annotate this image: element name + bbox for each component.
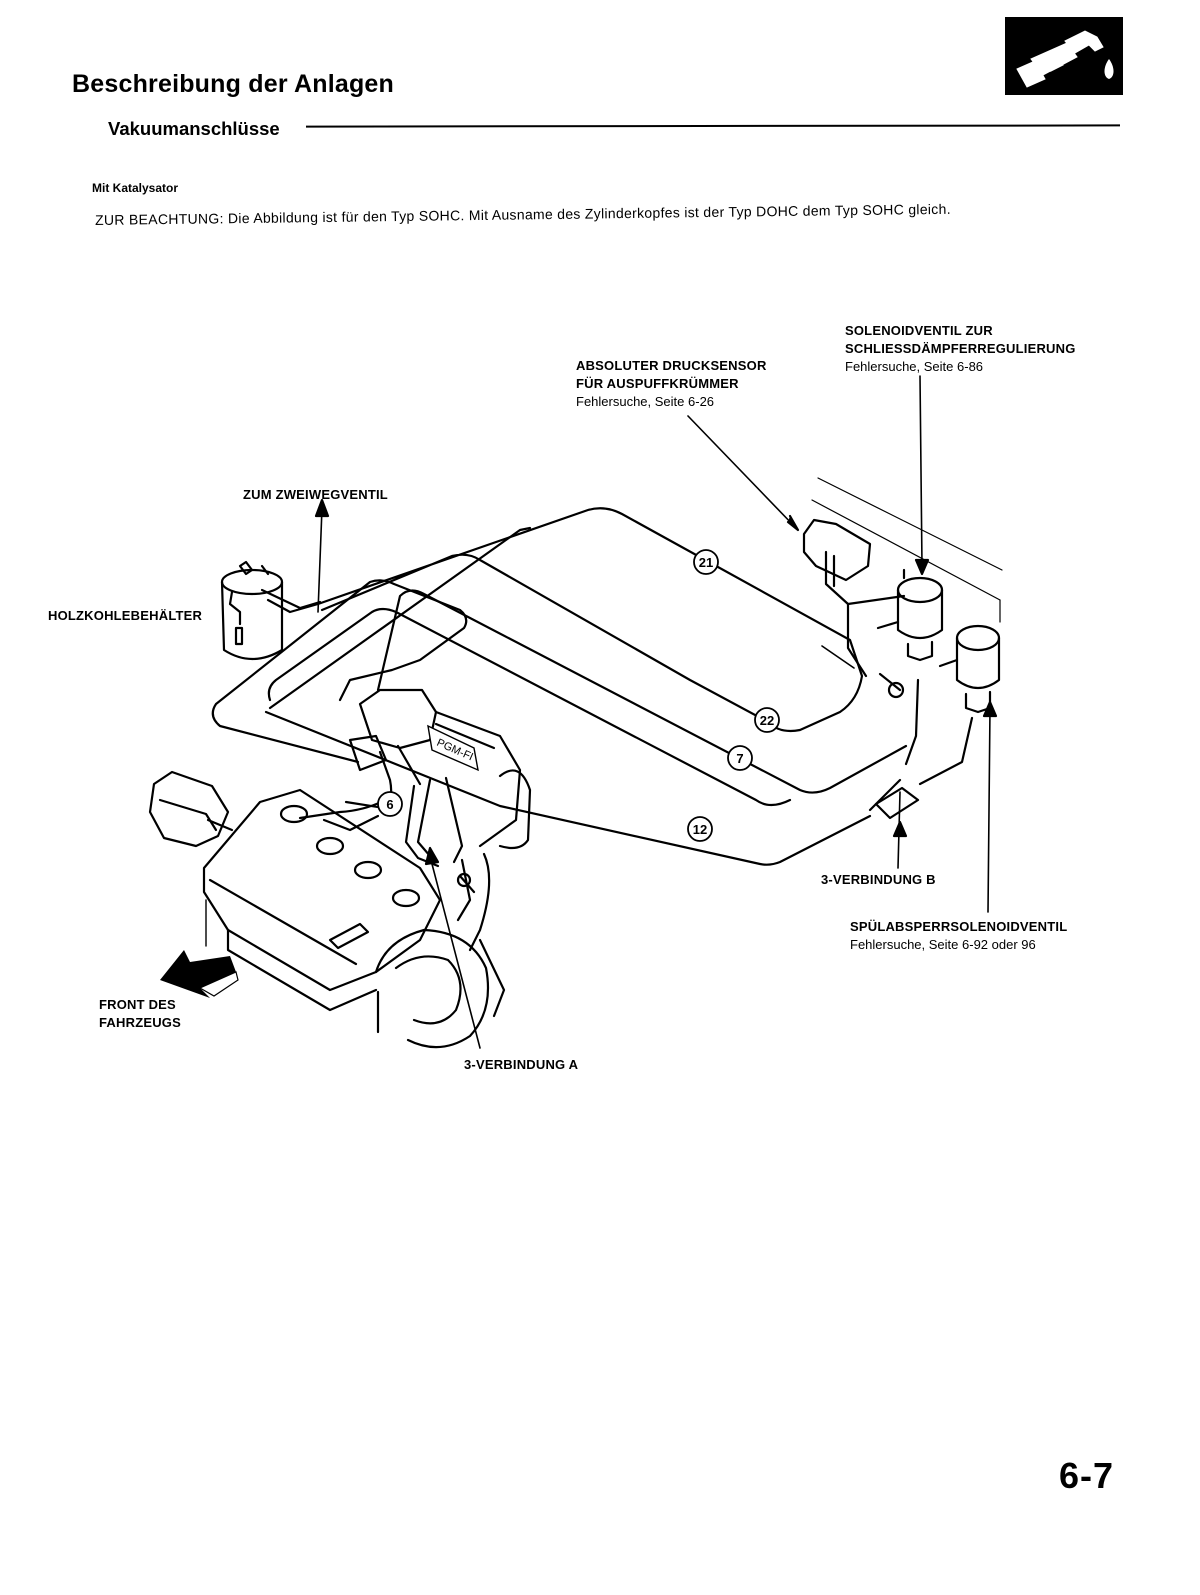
purge-solenoid-name: SPÜLABSPERRSOLENOIDVENTIL xyxy=(850,919,1068,934)
front-of-vehicle-label: FRONT DES FAHRZEUGS xyxy=(99,996,181,1032)
charcoal-canister-label: HOLZKOHLEBEHÄLTER xyxy=(48,608,203,623)
solenoid-close-line1: SOLENOIDVENTIL ZUR xyxy=(845,323,993,338)
pgm-fi-plate: PGM-FI xyxy=(427,724,479,772)
purge-solenoid-ref: Fehlersuche, Seite 6-92 oder 96 xyxy=(850,937,1036,952)
hose-number-7: 7 xyxy=(727,745,753,771)
section-title: Beschreibung der Anlagen xyxy=(72,70,394,98)
hose-number-22: 22 xyxy=(754,707,780,733)
page-number: 6-7 xyxy=(1058,1455,1114,1496)
front-arrow-icon xyxy=(160,950,236,998)
svg-text:7: 7 xyxy=(736,751,743,766)
hose-number-12: 12 xyxy=(687,816,713,842)
fuel-nozzle-icon xyxy=(1005,17,1123,95)
solenoid-close-ref: Fehlersuche, Seite 6-86 xyxy=(845,359,984,374)
front-line2: FAHRZEUGS xyxy=(99,1015,181,1030)
svg-text:22: 22 xyxy=(760,713,774,728)
three-way-b-label: 3-VERBINDUNG B xyxy=(821,872,936,887)
map-sensor-ref: Fehlersuche, Seite 6-26 xyxy=(576,394,715,409)
hose-number-6: 6 xyxy=(377,791,403,817)
purge-solenoid-label: SPÜLABSPERRSOLENOIDVENTIL Fehlersuche, S… xyxy=(850,918,1067,954)
three-way-a-label: 3-VERBINDUNG A xyxy=(464,1057,579,1072)
svg-text:12: 12 xyxy=(693,822,707,837)
subsection-title: Vakuumanschlüsse xyxy=(108,118,280,139)
front-line1: FRONT DES xyxy=(99,997,176,1012)
map-sensor-line1: ABSOLUTER DRUCKSENSOR xyxy=(576,358,767,373)
svg-text:21: 21 xyxy=(699,555,713,570)
solenoid-close-label: SOLENOIDVENTIL ZUR SCHLIESSDÄMPFERREGULI… xyxy=(845,322,1076,376)
solenoid-close-line2: SCHLIESSDÄMPFERREGULIERUNG xyxy=(845,341,1076,356)
svg-text:6: 6 xyxy=(386,797,393,812)
hose-number-21: 21 xyxy=(693,549,719,575)
map-sensor-label: ABSOLUTER DRUCKSENSOR FÜR AUSPUFFKRÜMMER… xyxy=(576,357,767,411)
map-sensor-line2: FÜR AUSPUFFKRÜMMER xyxy=(576,376,739,391)
variant-label: Mit Katalysator xyxy=(92,181,179,195)
two-way-valve-label: ZUM ZWEIWEGVENTIL xyxy=(243,487,388,502)
